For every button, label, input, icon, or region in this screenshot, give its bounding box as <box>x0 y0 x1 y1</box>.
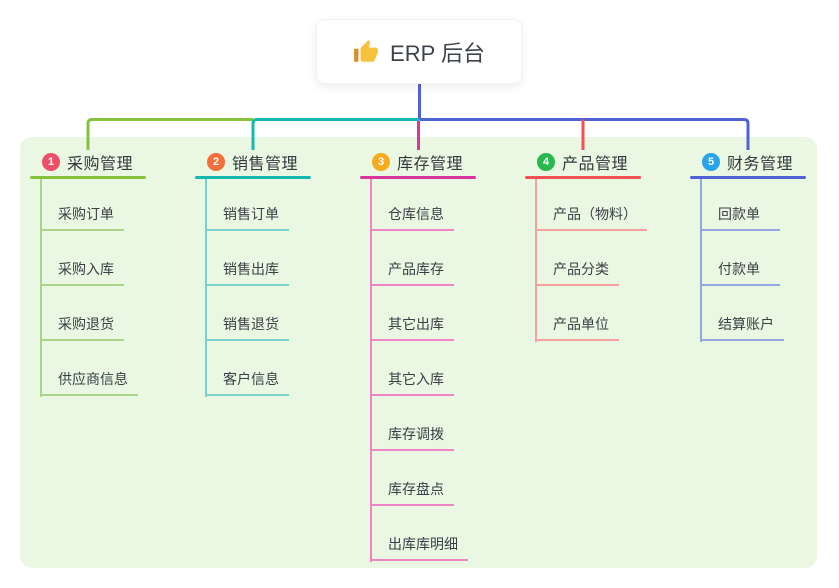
badge-5: 5 <box>702 152 720 171</box>
branch-inventory[interactable]: 3 库存管理 <box>360 150 490 179</box>
node-chanpin-fenlei[interactable]: 产品分类 <box>535 253 619 286</box>
branch-finance-underline <box>690 176 806 179</box>
branch-procurement-vline <box>40 179 42 397</box>
node-caigou-dingdan[interactable]: 采购订单 <box>40 198 124 231</box>
branch-product-label: 产品管理 <box>562 155 629 173</box>
node-qita-ruku[interactable]: 其它入库 <box>370 363 454 396</box>
branch-procurement-label: 采购管理 <box>67 155 134 173</box>
node-chanpin-wuliao[interactable]: 产品（物料） <box>535 198 647 231</box>
node-huikuandan[interactable]: 回款单 <box>700 198 780 231</box>
root-node-erp[interactable]: ERP 后台 <box>316 19 522 84</box>
branches-panel <box>20 137 817 568</box>
node-xiaoshou-tuihuo[interactable]: 销售退货 <box>205 308 289 341</box>
node-qita-chuku[interactable]: 其它出库 <box>370 308 454 341</box>
branch-sales-vline <box>205 179 207 397</box>
branch-finance[interactable]: 5 财务管理 <box>690 150 820 179</box>
badge-1: 1 <box>42 152 60 171</box>
thumbs-up-icon <box>354 39 378 62</box>
node-chukuku-mingxi[interactable]: 出库库明细 <box>370 528 468 561</box>
branch-procurement-underline <box>30 176 146 179</box>
node-gongyingshang-xinxi[interactable]: 供应商信息 <box>40 363 138 396</box>
node-kucun-diaobo[interactable]: 库存调拨 <box>370 418 454 451</box>
branch-product-underline <box>525 176 641 179</box>
branch-product-vline <box>535 179 537 342</box>
branch-finance-vline <box>700 179 702 342</box>
badge-2: 2 <box>207 152 225 171</box>
node-caigou-tuihuo[interactable]: 采购退货 <box>40 308 124 341</box>
branch-procurement[interactable]: 1 采购管理 <box>30 150 160 179</box>
root-node-label: ERP 后台 <box>390 40 485 66</box>
branch-inventory-label: 库存管理 <box>397 155 464 173</box>
node-kehu-xinxi[interactable]: 客户信息 <box>205 363 289 396</box>
node-kucun-pandian[interactable]: 库存盘点 <box>370 473 454 506</box>
branch-sales-underline <box>195 176 311 179</box>
badge-4: 4 <box>537 152 555 171</box>
badge-3: 3 <box>372 152 390 171</box>
branch-sales-label: 销售管理 <box>232 155 299 173</box>
node-fukuandan[interactable]: 付款单 <box>700 253 780 286</box>
branch-product[interactable]: 4 产品管理 <box>525 150 655 179</box>
node-xiaoshou-chuku[interactable]: 销售出库 <box>205 253 289 286</box>
branch-sales[interactable]: 2 销售管理 <box>195 150 325 179</box>
branch-finance-label: 财务管理 <box>727 155 794 173</box>
node-caigou-ruku[interactable]: 采购入库 <box>40 253 124 286</box>
node-xiaoshou-dingdan[interactable]: 销售订单 <box>205 198 289 231</box>
node-chanpin-danwei[interactable]: 产品单位 <box>535 308 619 341</box>
branch-inventory-underline <box>360 176 476 179</box>
node-cangku-xinxi[interactable]: 仓库信息 <box>370 198 454 231</box>
node-jiesuan-zhanghu[interactable]: 结算账户 <box>700 308 784 341</box>
branch-inventory-vline <box>370 179 372 562</box>
node-chanpin-kucun[interactable]: 产品库存 <box>370 253 454 286</box>
